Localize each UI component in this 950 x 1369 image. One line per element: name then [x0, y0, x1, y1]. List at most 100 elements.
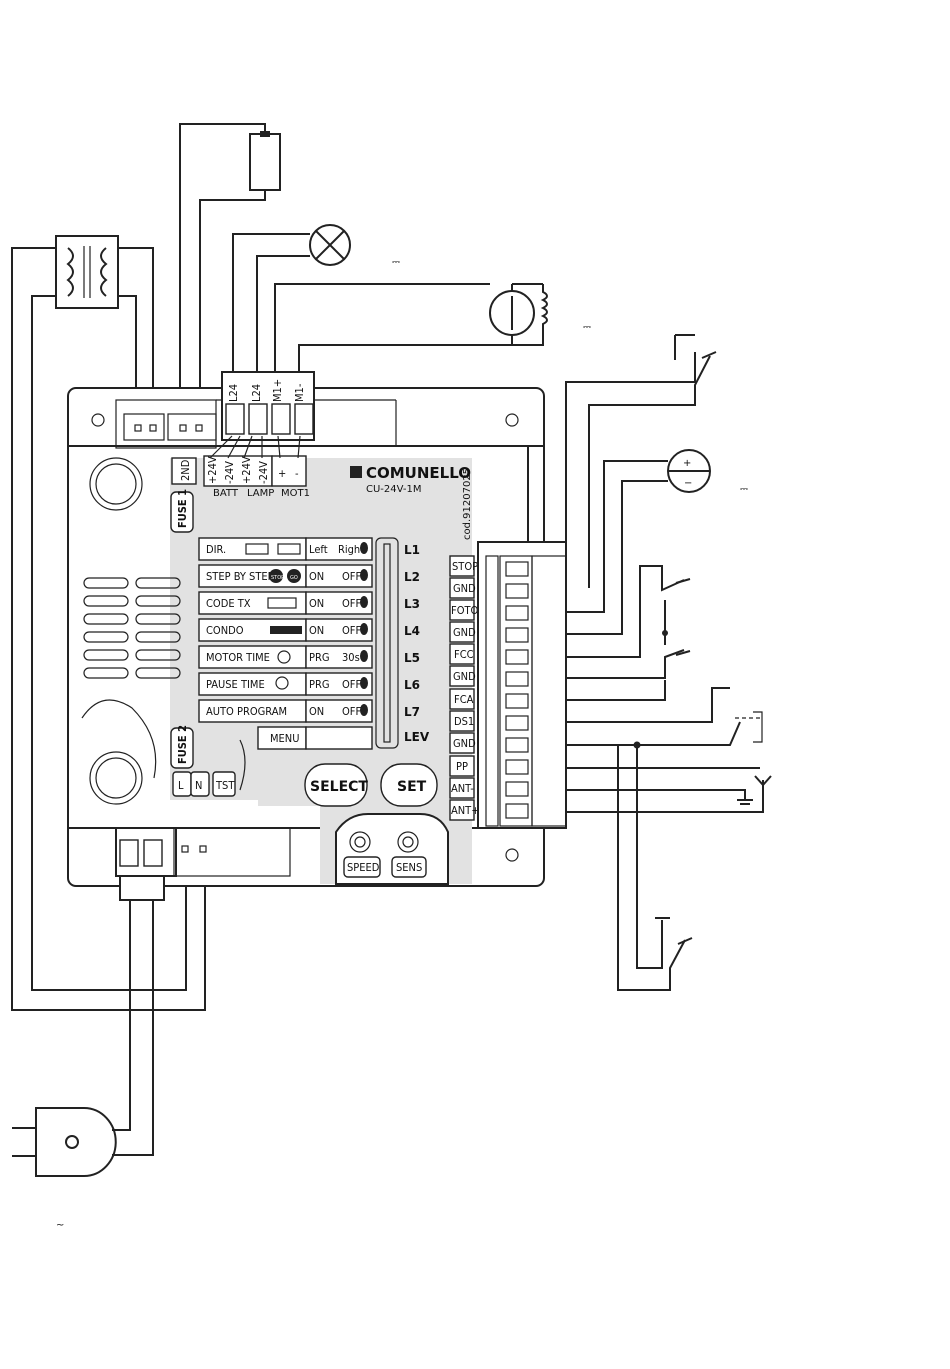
stop-badge-text: STOP [271, 575, 284, 581]
side-label-gnd-1: GND [453, 582, 476, 595]
speed-label: SPEED [347, 861, 380, 874]
top-terminal-labels: L24 L24 M1+ M1- [227, 379, 306, 402]
brand-logo-icon [350, 466, 362, 478]
menu-row-autoprogram: AUTO PROGRAM ON OFF [198, 699, 373, 723]
aerial-device [249, 133, 281, 191]
led-strip [375, 537, 399, 749]
legend-minus24v-b: -24V [257, 461, 270, 484]
menu-row-pausetime-opt2: OFF [342, 678, 361, 691]
ac-symbol: ~ [56, 1220, 64, 1231]
fuse2-label: FUSE 2 [176, 725, 189, 764]
menu-row-pausetime: PAUSE TIME PRG OFF [198, 672, 373, 696]
menu-row-pausetime-opt1: PRG [309, 678, 330, 691]
side-label-gnd-2: GND [453, 626, 476, 639]
led-labels: L1 L2 L3 L4 L5 L6 L7 LEV [404, 543, 430, 744]
antenna-icon [754, 775, 772, 787]
menu-row-autoprogram-opt2: OFF [342, 705, 361, 718]
fuse1 [170, 491, 194, 533]
dc-symbol-motor: ⎓ [583, 322, 591, 333]
menu-table: DIR. Left Right STEP BY STEP STOP GO ON … [198, 537, 373, 750]
control-board: L24 L24 M1+ M1- 2ND +24V -24V +24V -24V … [67, 371, 567, 901]
menu-row-motortime-label: MOTOR TIME [206, 651, 270, 664]
remote-icon [267, 597, 297, 609]
mains-label-n: N [195, 779, 202, 792]
menu-row-autoprogram-label: AUTO PROGRAM [206, 705, 287, 718]
transformer-secondary-coil [100, 247, 108, 297]
mains-label-l: L [178, 779, 184, 792]
capacitor-top [89, 457, 143, 511]
legend-plus24v-a: +24V [206, 456, 219, 484]
menu-row-condo-label: CONDO [206, 624, 244, 637]
mains-plug [35, 1107, 117, 1177]
lamp-icon [309, 224, 351, 266]
led-label-lev: LEV [404, 730, 430, 744]
pause-clock-icon [275, 676, 289, 690]
heatsink-slots [83, 577, 181, 679]
menu-row-condo: CONDO ON OFF [198, 618, 373, 642]
photocell-icon [667, 449, 711, 493]
battery-minus: − [684, 478, 692, 489]
terminal-label-l24-b: L24 [250, 384, 263, 402]
gate-right-icon [277, 543, 301, 555]
brand-name: COMUNELLO [366, 464, 471, 482]
legend-batt: BATT [213, 488, 239, 499]
brand-code: cod.91207025 [462, 468, 473, 540]
legend-minus: - [295, 467, 299, 480]
menu-row-condo-opt2: OFF [342, 624, 361, 637]
speed-trimmer[interactable] [349, 831, 371, 853]
menu-row-autoprogram-opt1: ON [309, 705, 324, 718]
menu-row-codetx-opt1: ON [309, 597, 324, 610]
dc-symbol-photocell: ⎓ [740, 484, 748, 495]
dc-symbol-lamp: ⎓ [392, 257, 400, 268]
side-label-ds1: DS1 [454, 715, 474, 728]
led-label-l6: L6 [404, 678, 420, 692]
set-button[interactable] [380, 763, 438, 807]
brand-model: CU-24V-1M [366, 484, 422, 495]
sens-trimmer[interactable] [397, 831, 419, 853]
sens-label: SENS [396, 861, 422, 874]
side-label-fca: FCA [454, 693, 474, 706]
terminal-label-m1-minus: M1- [293, 383, 306, 402]
menu-row-step-label: STEP BY STEP [206, 570, 274, 583]
menu-row-step-opt2: OFF [342, 570, 361, 583]
go-badge-text: GO [290, 575, 298, 581]
gate-left-icon [245, 543, 269, 555]
2nd-box [171, 457, 197, 485]
stop-badge-icon [269, 569, 283, 583]
menu-row-motortime-opt2: 30s [342, 651, 360, 664]
terminal-label-l24-a: L24 [227, 384, 240, 402]
legend-mot: MOT1 [281, 488, 310, 499]
led-label-l3: L3 [404, 597, 420, 611]
menu-row-pausetime-label: PAUSE TIME [206, 678, 265, 691]
battery-plus: + [683, 458, 691, 469]
menu-row-dir: DIR. Left Right [198, 537, 373, 561]
select-button[interactable] [304, 763, 368, 807]
mains-label-tst: TST [215, 779, 235, 792]
led-label-l7: L7 [404, 705, 420, 719]
supply-symbols: ⎓ ⎓ ⎓ ~ [56, 257, 748, 1231]
transformer-primary-coil [66, 247, 74, 297]
condo-icon [270, 626, 302, 634]
transformer [55, 235, 119, 309]
menu-row-dir-opt1: Left [309, 543, 328, 556]
menu-row-dir-label: DIR. [206, 543, 226, 556]
led-label-l2: L2 [404, 570, 420, 584]
legend-arrows [209, 435, 301, 459]
wiring-lines: + − [11, 123, 772, 1177]
menu-row-step: STEP BY STEP STOP GO ON OFF [198, 564, 373, 588]
power-legend: +24V -24V +24V -24V + - BATT LAMP MOT1 [203, 455, 310, 499]
side-label-fcc: FCC [454, 648, 474, 661]
menu-row-step-opt1: ON [309, 570, 324, 583]
menu-row-codetx: CODE TX ON OFF [198, 591, 373, 615]
menu-row-codetx-opt2: OFF [342, 597, 361, 610]
legend-plus24v-b: +24V [240, 456, 253, 484]
led-on-icon [360, 542, 368, 554]
side-label-gnd-3: GND [453, 670, 476, 683]
go-badge-icon [287, 569, 301, 583]
capacitor-bottom [89, 751, 143, 805]
side-label-ant-plus: ANT+ [451, 804, 480, 817]
led-label-l4: L4 [404, 624, 420, 638]
side-label-pp: PP [456, 760, 468, 773]
side-label-stop: STOP [452, 560, 478, 573]
